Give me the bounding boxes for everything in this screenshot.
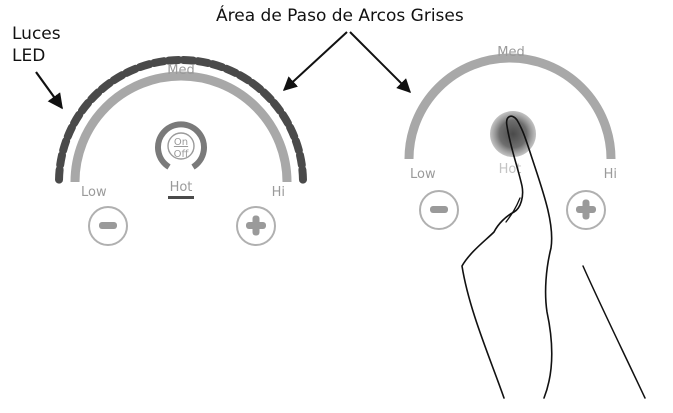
- led-segment: [55, 165, 64, 184]
- left-minus-button[interactable]: [88, 206, 128, 246]
- led-segment: [179, 56, 198, 65]
- right-plus-button[interactable]: [566, 190, 606, 230]
- led-segment: [291, 136, 303, 155]
- hand-pointing-icon: [461, 115, 553, 399]
- led-lights-label-line1: Luces: [12, 24, 61, 44]
- led-segment: [164, 56, 183, 65]
- right-hot-label: Hot: [499, 162, 522, 177]
- left-hot-label: Hot: [170, 180, 193, 195]
- right-burner-control: Med Low Hi Hot: [404, 45, 617, 230]
- led-segment: [87, 88, 103, 104]
- led-segment: [295, 151, 306, 169]
- hot-indicator-bar: [168, 196, 194, 199]
- led-segment: [59, 136, 71, 155]
- left-gray-arc: [70, 71, 292, 183]
- left-plus-button[interactable]: [236, 206, 276, 246]
- led-segment: [222, 64, 240, 77]
- led-segment: [109, 71, 127, 85]
- led-callout-arrow: [35, 71, 63, 110]
- led-segment: [286, 123, 299, 141]
- right-med-label: Med: [497, 45, 524, 60]
- hand-thumb-line: [582, 265, 646, 399]
- right-hi-label: Hi: [604, 167, 617, 182]
- arc-callout-arrow-right: [349, 31, 411, 93]
- right-low-label: Low: [410, 167, 436, 182]
- arc-callout-arrow-left: [282, 31, 348, 91]
- off-label: Off: [174, 149, 190, 160]
- led-segment: [278, 110, 292, 128]
- led-segment: [56, 151, 67, 169]
- led-segment: [269, 98, 285, 115]
- right-minus-button[interactable]: [419, 190, 459, 230]
- led-segment: [63, 123, 76, 141]
- led-segment: [70, 110, 84, 128]
- led-segment: [235, 71, 253, 85]
- on-off-button[interactable]: On Off: [155, 121, 207, 170]
- led-segment: [194, 57, 212, 68]
- hand-knuckle-line: [505, 197, 521, 223]
- led-light-ring: [55, 56, 307, 184]
- led-lights-label-line2: LED: [12, 46, 45, 66]
- left-burner-control: Med Low Hi On Off Hot: [55, 56, 307, 246]
- touch-point: [490, 111, 536, 157]
- left-med-label: Med: [167, 63, 194, 78]
- right-gray-arc: [404, 53, 616, 160]
- led-segment: [208, 60, 227, 72]
- led-segment: [122, 64, 140, 77]
- gray-arc-area-label: Área de Paso de Arcos Grises: [216, 4, 464, 26]
- led-segment: [135, 60, 154, 72]
- on-label: On: [174, 137, 188, 148]
- led-segment: [248, 78, 265, 94]
- led-segment: [77, 98, 93, 115]
- led-segment: [150, 57, 168, 68]
- left-hi-label: Hi: [272, 185, 285, 200]
- led-segment: [97, 78, 114, 94]
- led-segment: [259, 88, 275, 104]
- left-low-label: Low: [81, 185, 107, 200]
- led-segment: [298, 165, 307, 184]
